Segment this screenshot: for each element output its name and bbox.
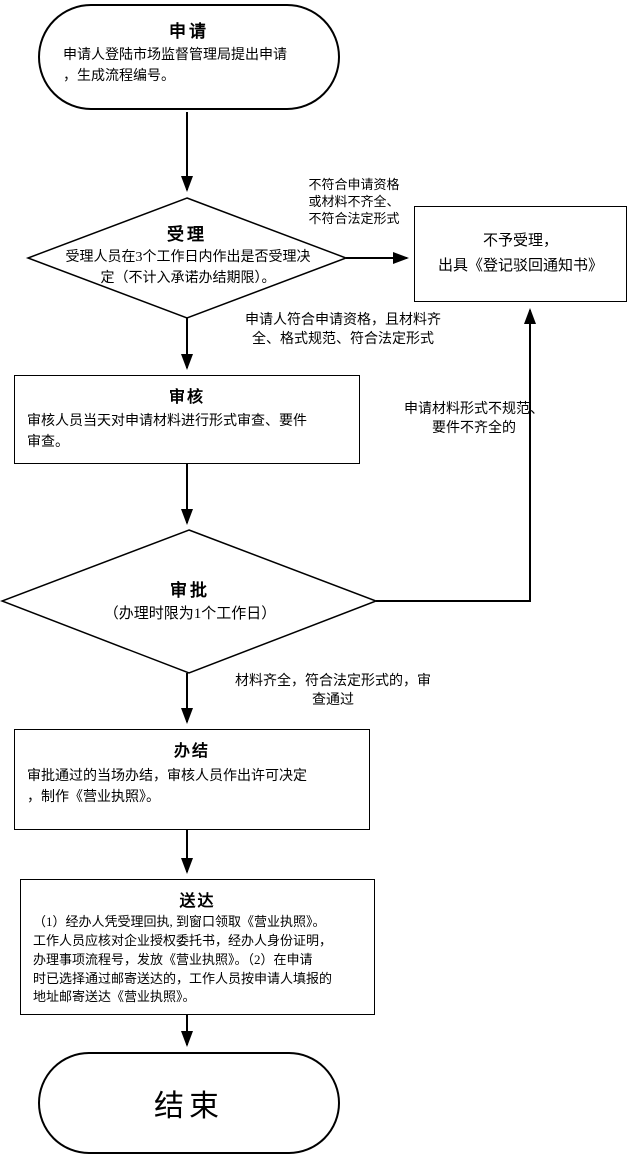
approve-decision-description: （办理时限为1个工作日） xyxy=(103,606,277,622)
arrow-approve-to-reject xyxy=(376,308,536,602)
deliver-node: 送达 （1）经办人凭受理回执, 到窗口领取《营业执照》。 工作人员应核对企业授权… xyxy=(20,879,375,1015)
apply-start-node: 申请 申请人登陆市场监督管理局提出申请 ，生成流程编号。 xyxy=(38,4,340,110)
finish-title: 办结 xyxy=(173,743,210,760)
approve-diamond-shape xyxy=(0,529,379,674)
review-title: 审核 xyxy=(168,389,205,406)
reject-node: 不予受理， 出具《登记驳回通知书》 xyxy=(414,206,627,302)
apply-description: 申请人登陆市场监督管理局提出申请 ，生成流程编号。 xyxy=(63,48,287,84)
apply-title: 申请 xyxy=(169,22,209,41)
review-description: 审核人员当天对申请材料进行形式审查、要件 审查。 xyxy=(27,414,307,450)
edge-label-approve-pass: 材料齐全，符合法定形式的，审 查通过 xyxy=(235,674,431,708)
edge-label-accept-pass: 申请人符合申请资格，且材料齐 全、格式规范、符合法定形式 xyxy=(245,313,441,347)
end-title: 结束 xyxy=(154,1090,224,1123)
accept-decision-title: 受理 xyxy=(167,225,207,244)
end-node: 结束 xyxy=(38,1052,340,1154)
edge-label-reject-condition: 不符合申请资格 或材料不齐全、 不符合法定形式 xyxy=(308,177,400,226)
review-node: 审核 审核人员当天对申请材料进行形式审查、要件 审查。 xyxy=(14,375,360,464)
finish-description: 审批通过的当场办结，审核人员作出许可决定 ，制作《营业执照》。 xyxy=(27,769,307,805)
accept-decision-description: 受理人员在3个工作日内作出是否受理决 定（不计入承诺办结期限）。 xyxy=(65,250,311,286)
approve-decision-title: 审批 xyxy=(170,581,210,600)
reject-description: 不予受理， 出具《登记驳回通知书》 xyxy=(437,232,603,275)
deliver-description: （1）经办人凭受理回执, 到窗口领取《营业执照》。 工作人员应核对企业授权委托书… xyxy=(33,914,333,1005)
edge-label-approve-reject: 申请材料形式不规范、 要件不齐全的 xyxy=(404,402,544,436)
deliver-title: 送达 xyxy=(179,893,216,910)
finish-node: 办结 审批通过的当场办结，审核人员作出许可决定 ，制作《营业执照》。 xyxy=(14,729,370,830)
